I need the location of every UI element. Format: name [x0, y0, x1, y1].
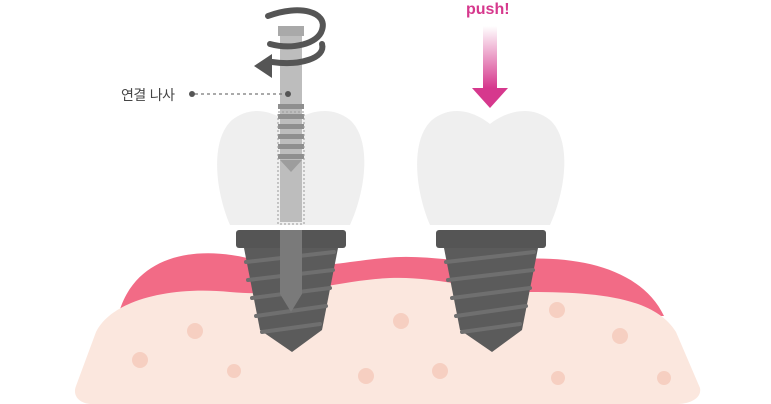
bone [74, 277, 701, 404]
crown-right [417, 111, 565, 225]
screw-leader [189, 91, 291, 97]
connecting-screw-label: 연결 나사 [121, 88, 175, 104]
rotate-arrow-icon [265, 7, 326, 66]
implant-right [436, 230, 546, 352]
bone-dots [132, 302, 671, 385]
push-label: push! [466, 1, 510, 18]
rotate-arrow-head [254, 54, 272, 78]
down-arrow-icon [472, 26, 508, 108]
connecting-screw [277, 26, 305, 312]
